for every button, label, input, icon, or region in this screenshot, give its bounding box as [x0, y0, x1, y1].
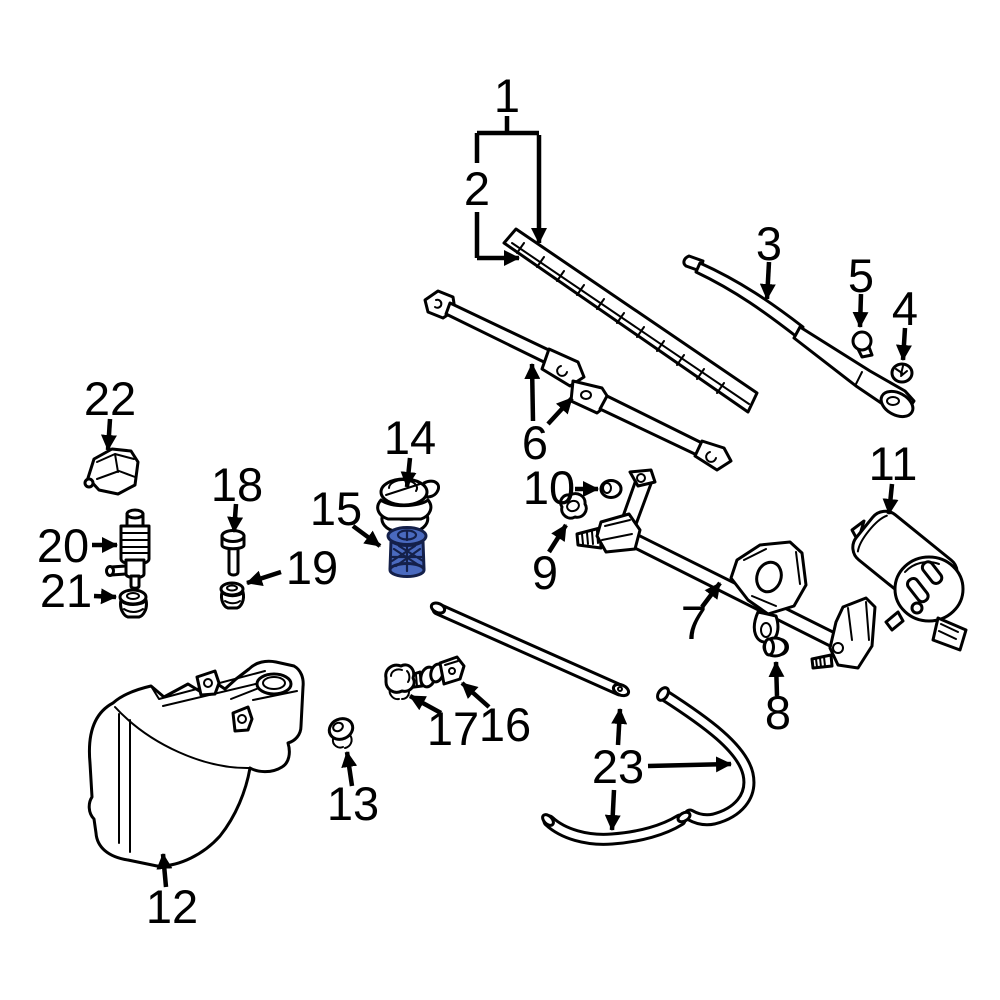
part-19-grommet	[219, 581, 245, 610]
part-8-bushing	[762, 636, 789, 658]
part-14-reservoir-cap	[376, 477, 440, 533]
callout-2: 2	[464, 162, 490, 215]
callout-14: 14	[384, 411, 436, 464]
part-9-grommet	[559, 492, 588, 520]
callout-17: 17	[427, 702, 479, 755]
callout-1: 1	[494, 69, 520, 122]
callout-12: 12	[146, 880, 198, 933]
part-11-wiper-motor	[850, 509, 968, 652]
part-7-wiper-linkage	[575, 468, 877, 670]
part-21-grommet	[118, 588, 148, 619]
callout-labels: 1 2 3 4 5 6 7 8 9 10 11 12 13 14 15 16 1…	[37, 69, 918, 933]
callout-4: 4	[892, 282, 918, 335]
callout-16: 16	[479, 698, 531, 751]
callout-9: 9	[532, 546, 558, 599]
part-23-washer-hose	[429, 601, 756, 846]
part-4-nut	[890, 362, 914, 384]
callout-15: 15	[310, 482, 362, 535]
part-22-pump-bracket	[83, 447, 140, 496]
callout-3: 3	[756, 217, 782, 270]
callout-13: 13	[327, 777, 379, 830]
parts-artwork	[83, 227, 968, 868]
callout-10: 10	[523, 461, 575, 514]
callout-21: 21	[40, 564, 92, 617]
part-10-nut	[599, 479, 623, 499]
callout-leaders	[92, 116, 912, 888]
callout-22: 22	[84, 372, 136, 425]
callout-23: 23	[592, 740, 644, 793]
part-15-filter-grommet-highlighted	[386, 526, 428, 578]
callout-6: 6	[522, 416, 548, 469]
part-20-washer-pump	[105, 508, 151, 590]
part-1-2-wiper-blade	[502, 227, 759, 414]
callout-20: 20	[37, 519, 89, 572]
callout-8: 8	[765, 686, 791, 739]
callout-7: 7	[681, 596, 707, 649]
part-12-washer-reservoir	[87, 659, 305, 868]
part-3-wiper-arm	[682, 254, 916, 419]
callout-5: 5	[848, 249, 874, 302]
part-5-cap	[851, 330, 874, 359]
callout-19: 19	[286, 541, 338, 594]
callout-11: 11	[869, 437, 918, 490]
callout-18: 18	[211, 458, 263, 511]
part-18-screw	[220, 529, 246, 577]
part-13-grommet	[327, 717, 355, 749]
part-17-grommet	[384, 663, 416, 701]
part-6-wiper-arm	[423, 289, 733, 472]
